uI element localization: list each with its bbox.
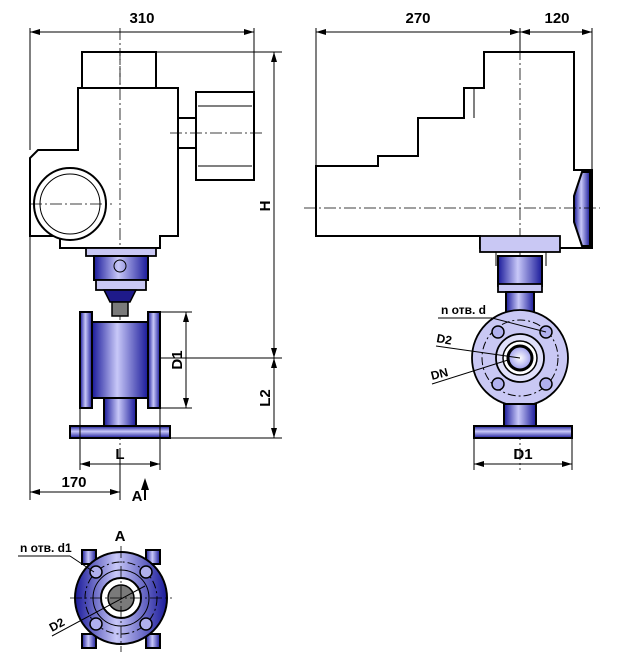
bottom-neck <box>103 397 137 427</box>
view-a-title: A <box>115 528 126 545</box>
view-a-holes: n отв. d1 <box>20 541 72 555</box>
dim-D1-side: D1 <box>473 438 573 470</box>
callout-DN: DN <box>429 365 449 383</box>
view-marker-A: A <box>132 478 149 505</box>
dim-label-L2: L2 <box>257 389 274 407</box>
gearbox-housing <box>195 91 255 181</box>
dim-label-270: 270 <box>405 10 430 27</box>
side-bottom-neck <box>503 403 537 427</box>
side-view: 270 120 D1 n отв. d D2 DN <box>304 10 600 470</box>
side-actuator-housing <box>315 51 593 249</box>
dim-L2: L2 <box>170 358 282 439</box>
mounting-plate <box>85 247 157 257</box>
valve-body <box>91 321 149 399</box>
dim-label-side-D1: D1 <box>513 446 532 463</box>
dim-270-120: 270 120 <box>315 10 593 170</box>
dim-label-H: H <box>257 201 274 212</box>
callout-D2: D2 <box>435 331 453 348</box>
callout-holes: n отв. d <box>441 303 486 317</box>
left-flange <box>79 311 93 409</box>
view-marker-label: A <box>132 488 143 505</box>
dim-D1-front: D1 <box>160 311 192 409</box>
view-a: A n отв. d1 D2 <box>18 528 172 652</box>
dim-170: 170 <box>29 236 121 500</box>
dim-label-170: 170 <box>61 474 86 491</box>
stem <box>111 301 129 317</box>
side-handwheel <box>573 171 591 247</box>
side-coupling <box>497 255 543 287</box>
coupling-flange <box>95 279 147 291</box>
side-bottom-flange <box>473 425 573 439</box>
dim-H: H <box>156 51 282 359</box>
stem-yoke <box>102 289 138 303</box>
callouts: n отв. d D2 DN <box>429 303 547 385</box>
front-view: 310 H D1 L2 L <box>29 10 282 505</box>
dim-label-D1: D1 <box>169 350 186 369</box>
dim-label-310: 310 <box>129 10 154 27</box>
side-mounting-plate <box>479 235 561 253</box>
dim-label-120: 120 <box>544 10 569 27</box>
bottom-flange <box>69 425 171 439</box>
side-coupling-flange <box>497 283 543 293</box>
actuator-top-cap <box>81 51 157 89</box>
right-flange <box>147 311 161 409</box>
dim-310: 310 <box>29 10 255 150</box>
view-a-D2: D2 <box>47 615 67 635</box>
